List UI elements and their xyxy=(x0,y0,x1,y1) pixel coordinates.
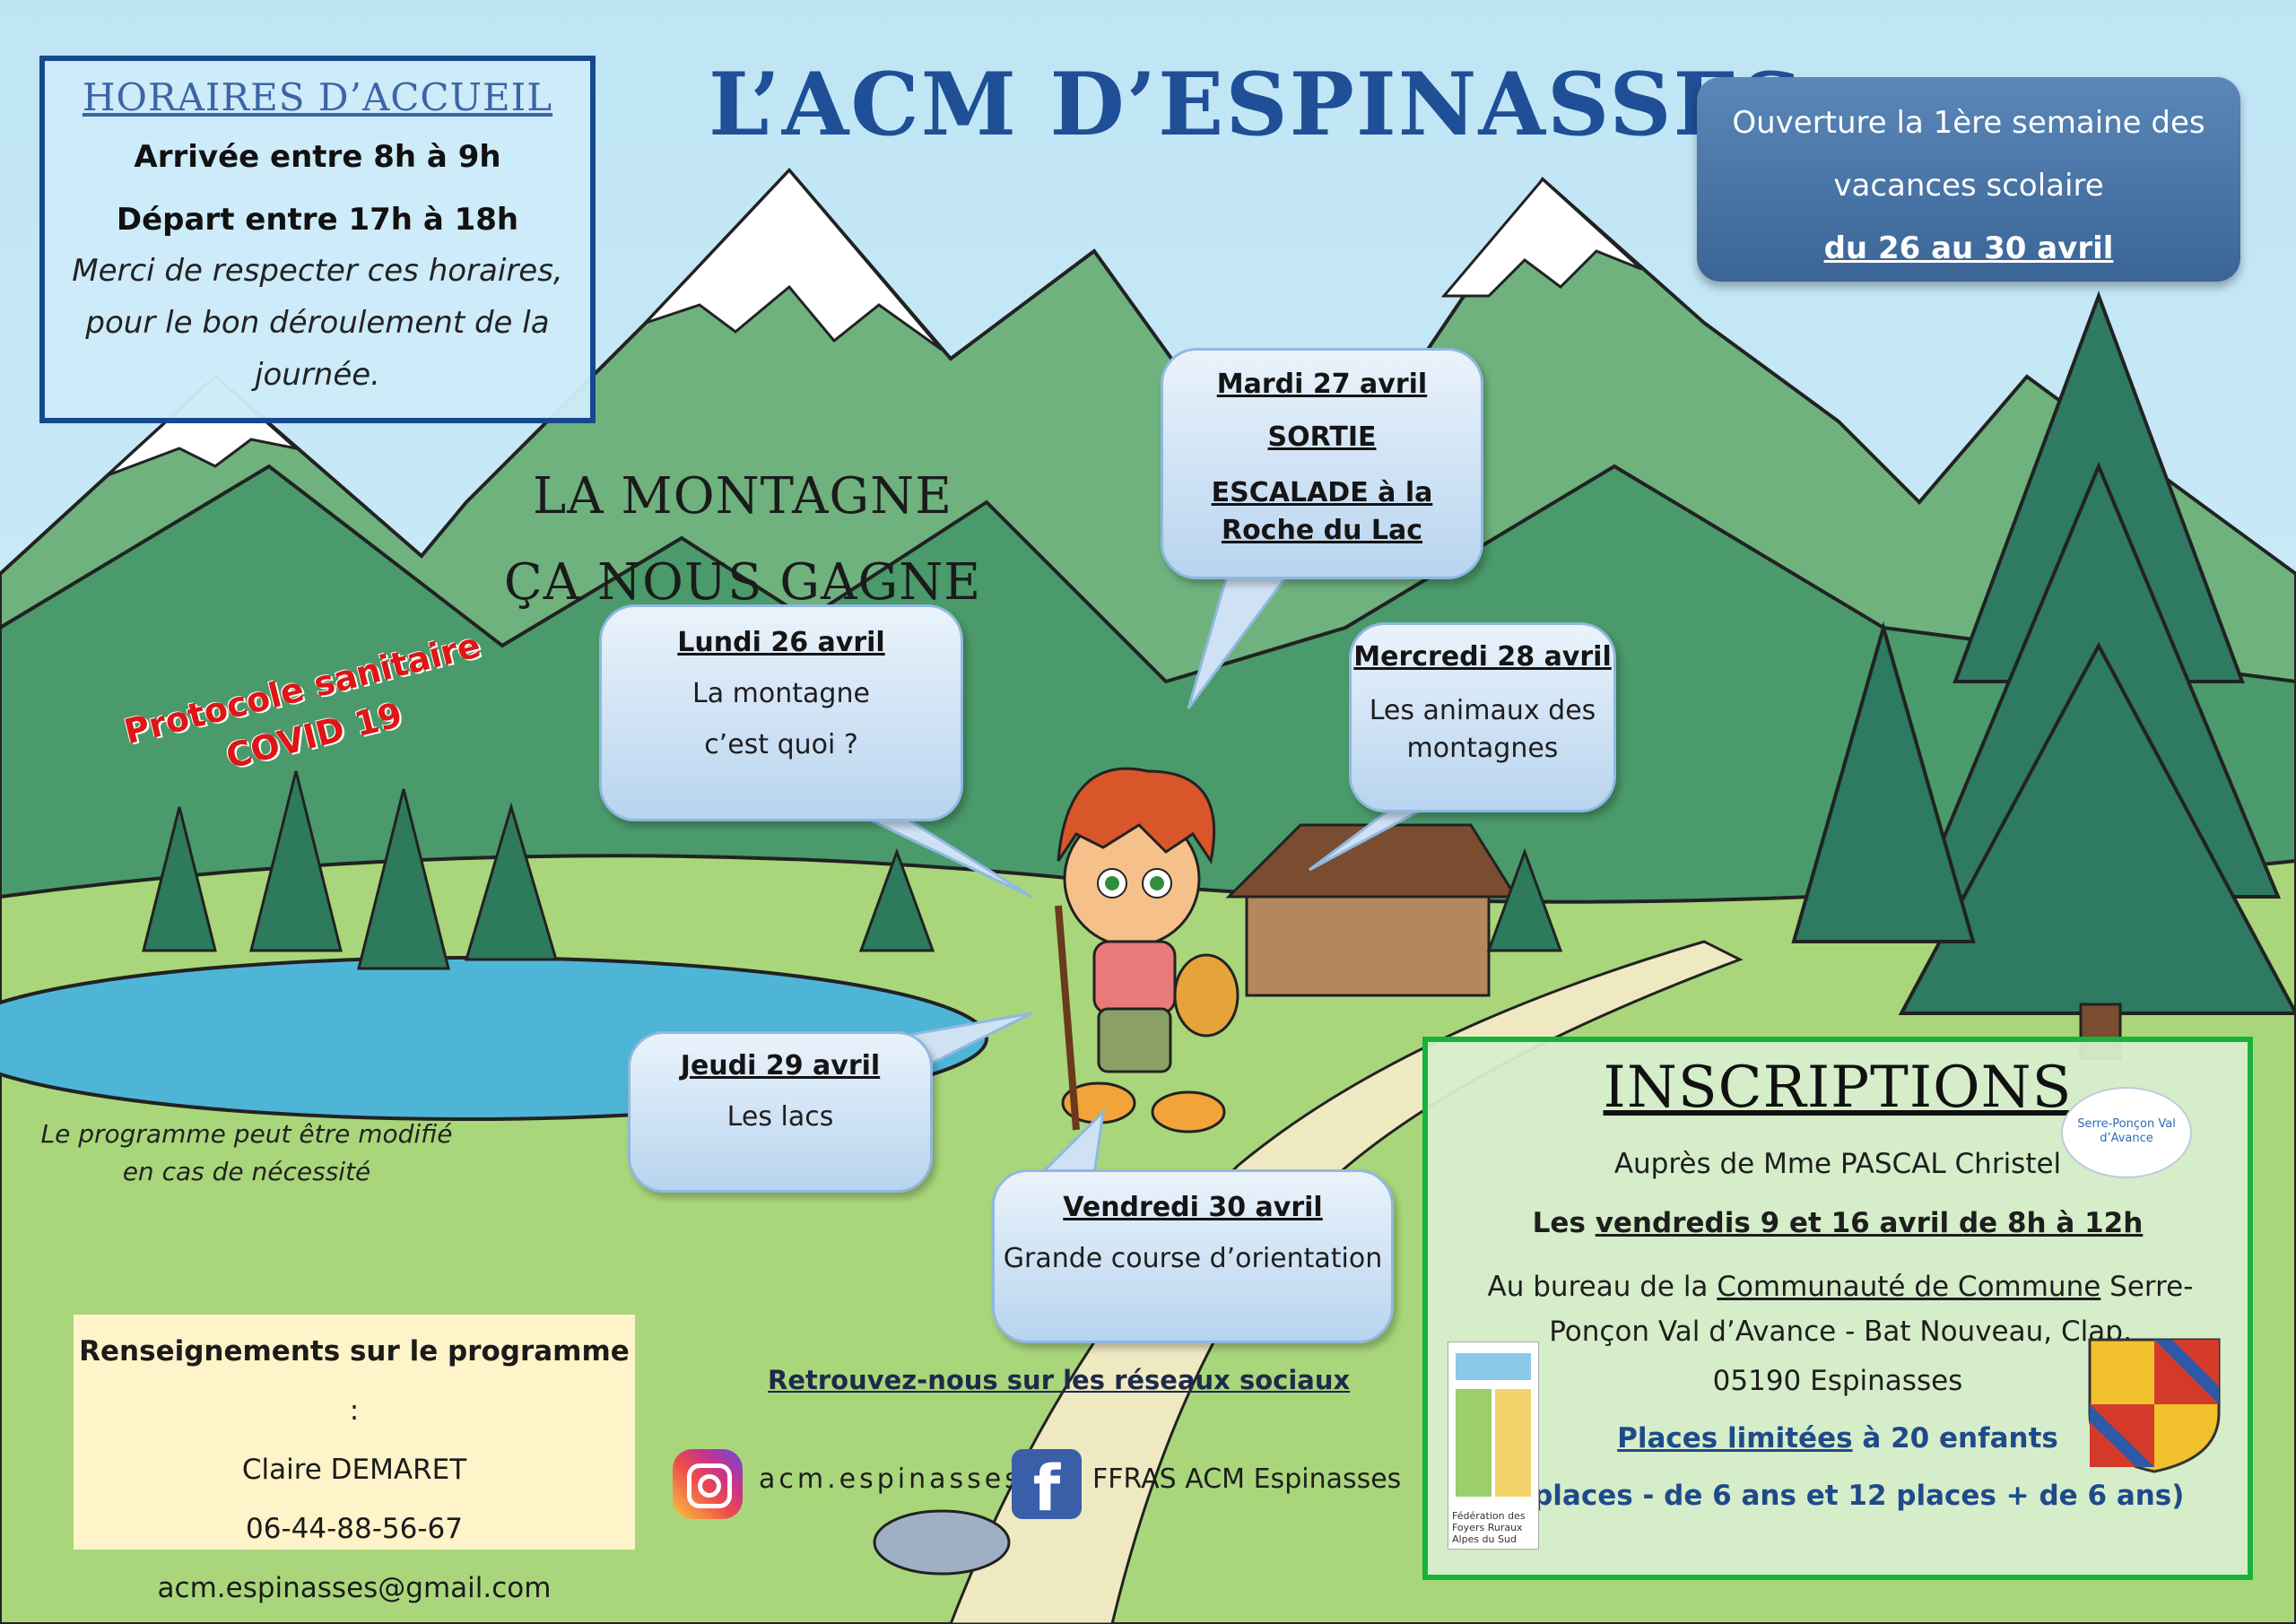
espinasses-coat-of-arms xyxy=(2088,1338,2221,1473)
bubble-text: Les lacs xyxy=(726,1101,834,1133)
bubble-text: SORTIE xyxy=(1267,421,1377,453)
bubble-text: Grande course d’orientation xyxy=(1003,1243,1383,1274)
slogan: LA MONTAGNE ÇA NOUS GAGNE ! xyxy=(503,467,982,698)
contact-email[interactable]: acm.espinasses@gmail.com xyxy=(157,1572,552,1604)
serre-poncon-logo: Serre-Ponçon Val d’Avance xyxy=(2061,1087,2192,1178)
ouverture-box: Ouverture la 1ère semaine des vacances s… xyxy=(1697,77,2240,282)
bubble-day: Lundi 26 avril xyxy=(677,627,885,658)
contact-name: Claire DEMARET xyxy=(241,1454,467,1486)
bubble-day: Vendredi 30 avril xyxy=(1063,1192,1323,1223)
inscriptions-cp: 05190 Espinasses xyxy=(1712,1365,1963,1397)
bubble-jeudi: Jeudi 29 avril Les lacs xyxy=(628,1031,933,1193)
bureau-underlined: Communauté de Commune xyxy=(1717,1271,2101,1303)
dates-prefix: Les xyxy=(1532,1207,1596,1239)
ouverture-dates: du 26 au 30 avril xyxy=(1823,230,2114,266)
inscriptions-bureau: Au bureau de la Communauté de Commune Se… xyxy=(1446,1264,2235,1354)
bubble-vendredi: Vendredi 30 avril Grande course d’orient… xyxy=(992,1169,1394,1343)
inscriptions-detail: (8 places - de 6 ans et 12 places + de 6… xyxy=(1491,1480,2185,1512)
renseignements-title: Renseignements sur le programme xyxy=(79,1335,630,1368)
horaires-title: HORAIRES D’ACCUEIL xyxy=(82,75,553,119)
bubble-text: La montagne xyxy=(692,678,870,709)
inscriptions-places: Places limitées à 20 enfants xyxy=(1428,1422,2248,1455)
bubble-text: c’est quoi ? xyxy=(704,729,858,760)
programme-note: Le programme peut être modifié en cas de… xyxy=(40,1119,453,1186)
horaires-depart: Départ entre 17h à 18h xyxy=(116,202,519,238)
inscriptions-aupres: Auprès de Mme PASCAL Christel xyxy=(1613,1148,2062,1180)
instagram-icon[interactable] xyxy=(673,1449,743,1519)
facebook-page[interactable]: FFRAS ACM Espinasses xyxy=(1092,1463,1402,1495)
foyers-ruraux-logo: Fédération des Foyers Ruraux Alpes du Su… xyxy=(1448,1342,1539,1550)
bubble-day: Mardi 27 avril xyxy=(1216,369,1428,400)
bubble-text: ESCALADE à la Roche du Lac xyxy=(1211,477,1433,546)
ffr-label: Fédération des Foyers Ruraux Alpes du Su… xyxy=(1452,1510,1526,1545)
bubble-day: Jeudi 29 avril xyxy=(680,1050,881,1081)
bubble-text: Les animaux des montagnes xyxy=(1369,695,1596,764)
bubble-day: Mercredi 28 avril xyxy=(1353,641,1612,673)
contact-phone: 06-44-88-56-67 xyxy=(246,1513,463,1545)
spv-label: Serre-Ponçon Val d’Avance xyxy=(2077,1117,2176,1145)
inscriptions-dates: Les vendredis 9 et 16 avril de 8h à 12h xyxy=(1428,1207,2248,1239)
bubble-mardi: Mardi 27 avril SORTIE ESCALADE à la Roch… xyxy=(1161,348,1483,579)
ouverture-line2: vacances scolaire xyxy=(1833,168,2104,204)
horaires-arrivee: Arrivée entre 8h à 9h xyxy=(134,139,501,175)
dates-underlined: vendredis 9 et 16 avril de 8h à 12h xyxy=(1595,1207,2144,1239)
instagram-handle[interactable]: acm.espinasses xyxy=(759,1463,1022,1495)
renseignements-box: Renseignements sur le programme : Claire… xyxy=(74,1315,635,1604)
inscriptions-title: INSCRIPTIONS xyxy=(1603,1055,2073,1121)
places-suffix: à 20 enfants xyxy=(1852,1422,2058,1455)
bubble-lundi: Lundi 26 avril La montagne c’est quoi ? xyxy=(599,604,963,821)
hiker-boy-illustration xyxy=(1055,767,1239,1133)
bureau-suffix: Serre-Ponçon Val d’Avance - Bat Nouveau,… xyxy=(1549,1271,2194,1348)
places-underlined: Places limitées xyxy=(1617,1422,1853,1455)
renseignements-colon: : xyxy=(349,1394,360,1427)
reseaux-title: Retrouvez-nous sur les réseaux sociaux xyxy=(768,1365,1351,1395)
horaires-merci: Merci de respecter ces horaires, pour le… xyxy=(72,253,563,393)
bubble-mercredi: Mercredi 28 avril Les animaux des montag… xyxy=(1349,622,1616,812)
facebook-icon[interactable]: f xyxy=(1012,1449,1082,1525)
bureau-prefix: Au bureau de la xyxy=(1487,1271,1718,1303)
horaires-box: HORAIRES D’ACCUEIL Arrivée entre 8h à 9h… xyxy=(39,56,596,423)
ouverture-line1: Ouverture la 1ère semaine des xyxy=(1732,105,2205,141)
page-title: L’ACM D’ESPINASSES xyxy=(709,54,1805,155)
